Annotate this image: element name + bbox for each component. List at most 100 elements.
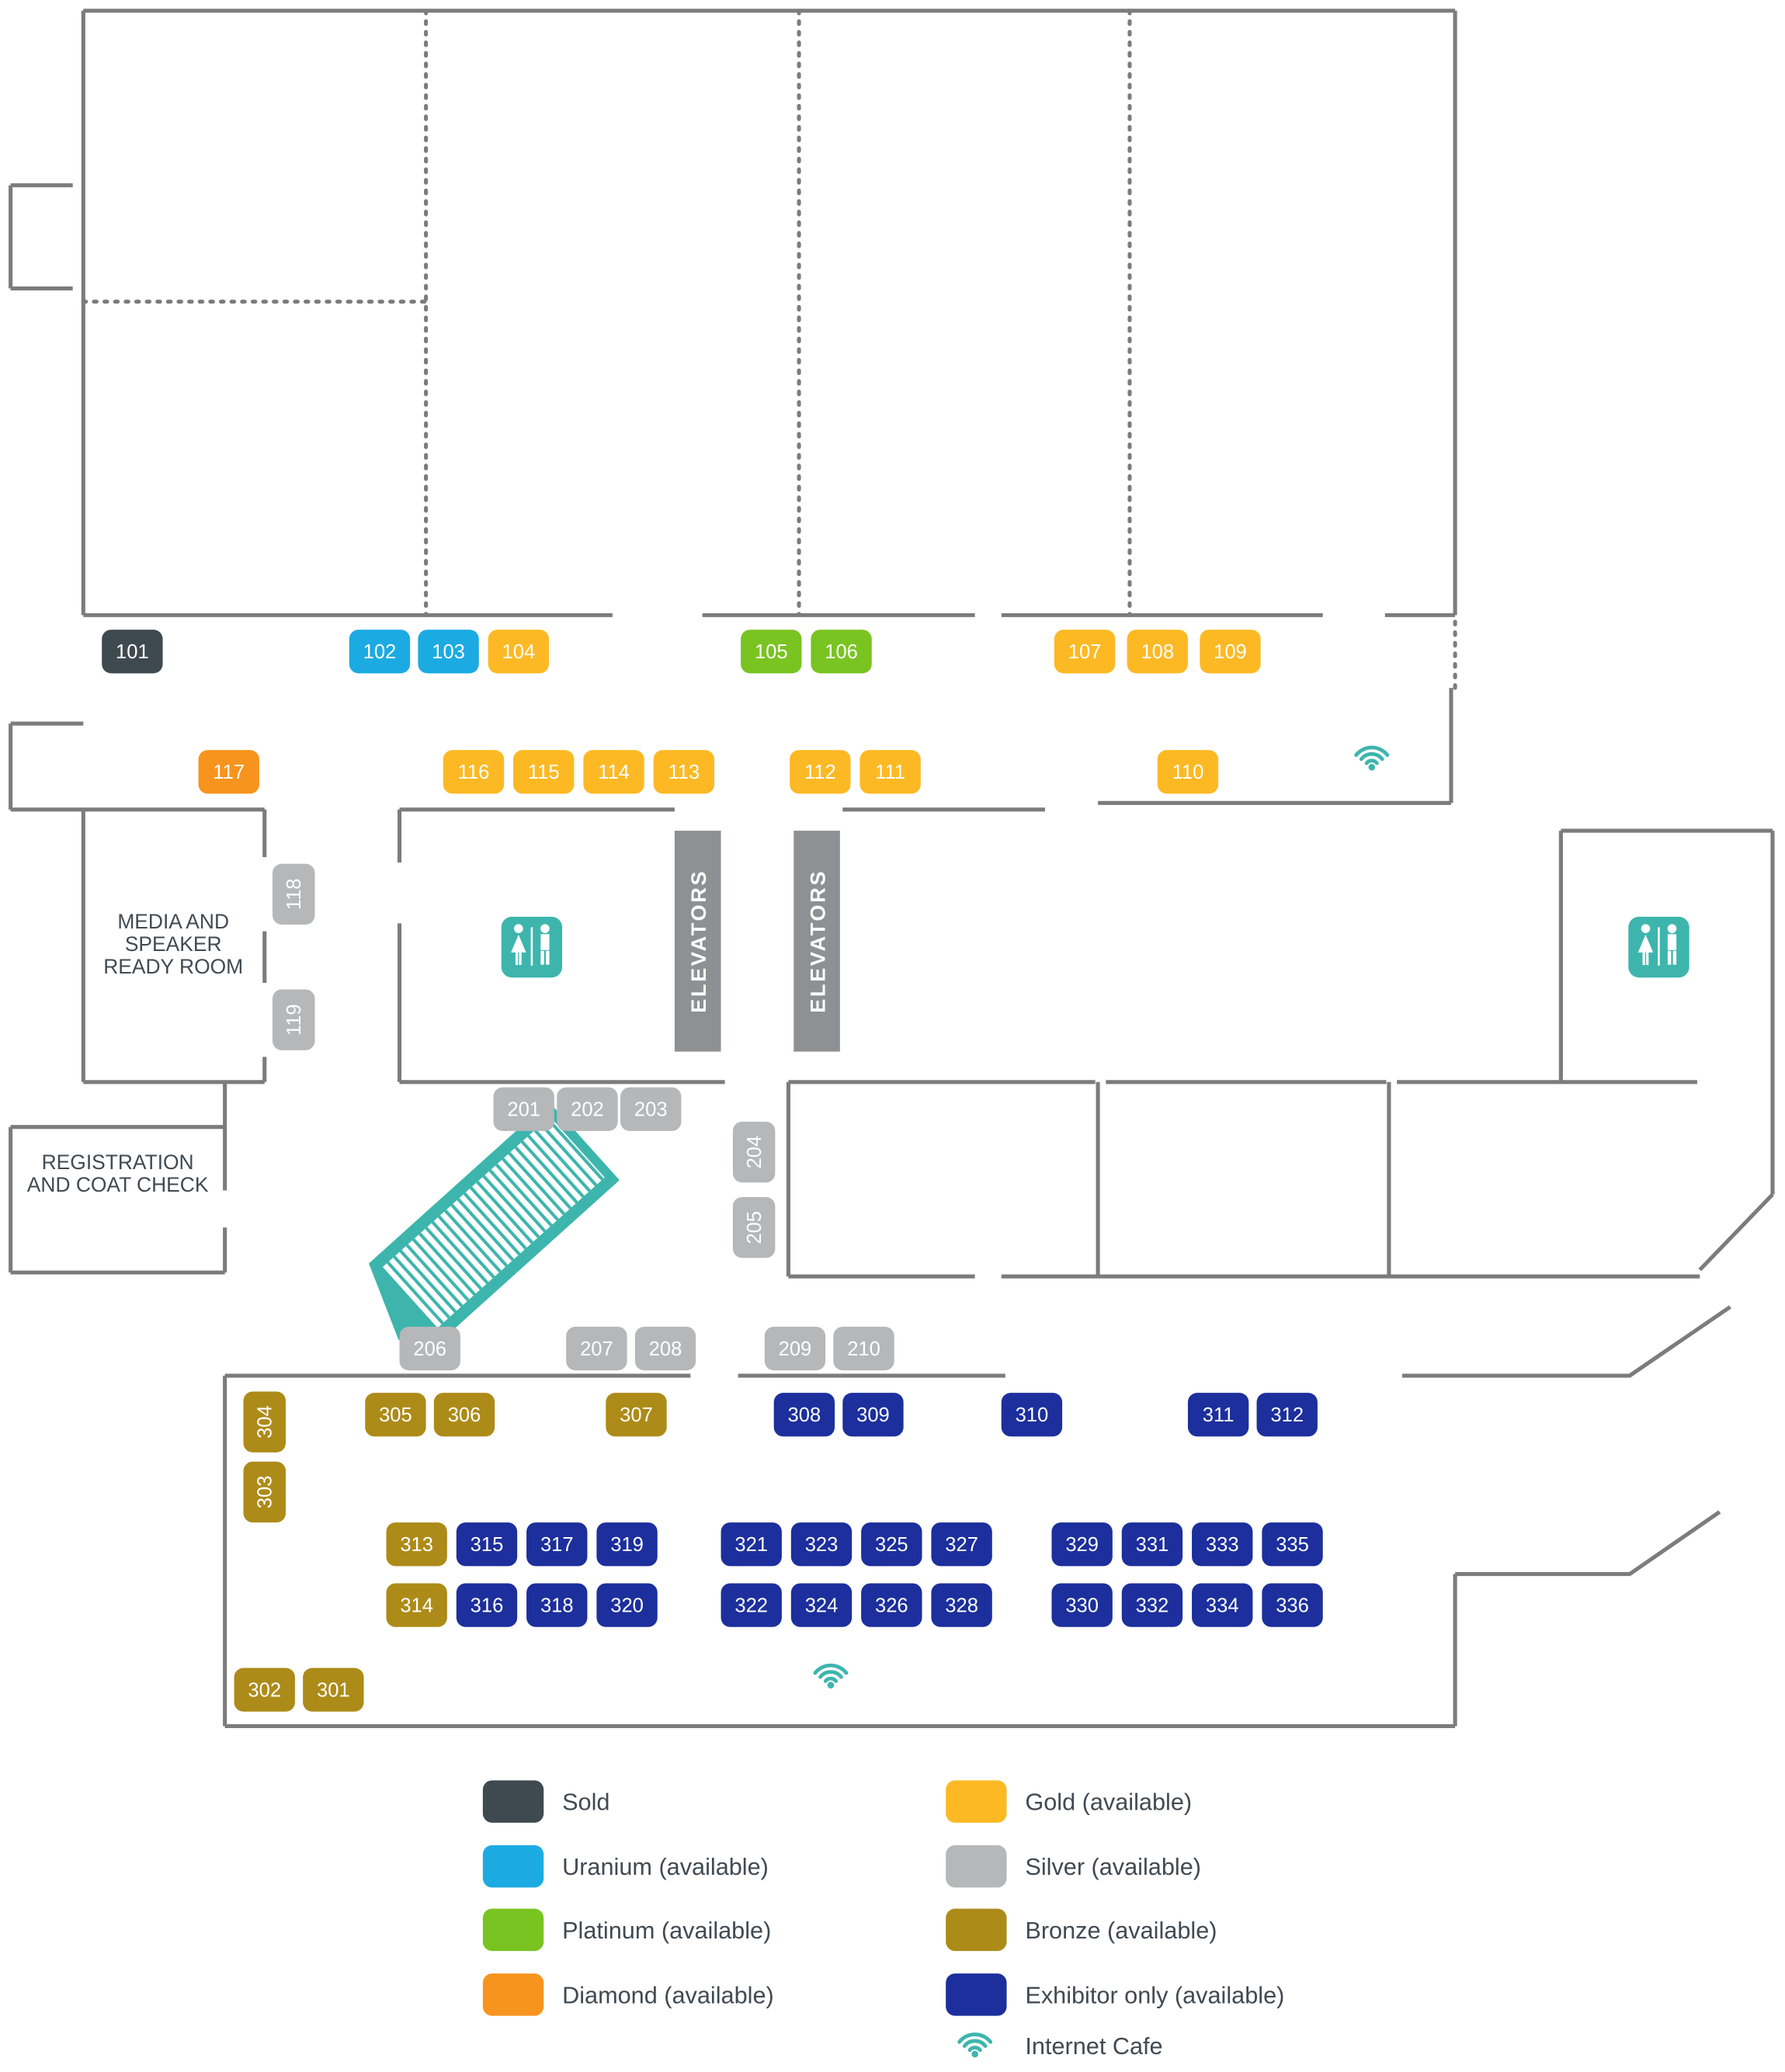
booth-115[interactable]: 115 <box>513 750 575 794</box>
booth-332[interactable]: 332 <box>1121 1583 1183 1627</box>
booth-113[interactable]: 113 <box>653 750 715 794</box>
booth-329[interactable]: 329 <box>1051 1522 1113 1567</box>
escalator-icon <box>369 1101 620 1342</box>
svg-text:106: 106 <box>825 641 858 663</box>
booth-205[interactable]: 205 <box>732 1197 776 1258</box>
booth-104[interactable]: 104 <box>488 630 550 674</box>
booth-331[interactable]: 331 <box>1121 1522 1183 1567</box>
booth-309[interactable]: 309 <box>842 1393 904 1437</box>
booth-119[interactable]: 119 <box>272 989 315 1050</box>
booth-325[interactable]: 325 <box>861 1522 922 1567</box>
booth-335[interactable]: 335 <box>1262 1522 1323 1567</box>
booth-203[interactable]: 203 <box>620 1087 682 1131</box>
svg-text:109: 109 <box>1214 641 1247 663</box>
booth-307[interactable]: 307 <box>606 1393 667 1437</box>
booth-330[interactable]: 330 <box>1051 1583 1113 1627</box>
booth-101[interactable]: 101 <box>102 630 163 674</box>
booth-334[interactable]: 334 <box>1192 1583 1253 1627</box>
booth-317[interactable]: 317 <box>526 1522 588 1567</box>
legend-item-exhibitor: Exhibitor only (available) <box>946 1973 1284 2016</box>
booth-318[interactable]: 318 <box>526 1583 588 1627</box>
booth-308[interactable]: 308 <box>773 1393 835 1437</box>
booth-321[interactable]: 321 <box>721 1522 782 1567</box>
walls <box>9 9 1775 1729</box>
booth-107[interactable]: 107 <box>1054 630 1116 674</box>
booth-103[interactable]: 103 <box>418 630 479 674</box>
restroom-icon <box>501 916 563 978</box>
booth-114[interactable]: 114 <box>583 750 644 794</box>
booth-304[interactable]: 304 <box>243 1391 287 1452</box>
legend-swatch-exhibitor <box>946 1973 1007 2016</box>
legend-swatch-sold <box>482 1780 544 1823</box>
booth-109[interactable]: 109 <box>1200 630 1261 674</box>
booth-116[interactable]: 116 <box>443 750 505 794</box>
booth-201[interactable]: 201 <box>493 1087 554 1131</box>
booth-210[interactable]: 210 <box>833 1326 894 1371</box>
booth-320[interactable]: 320 <box>596 1583 658 1627</box>
booth-204[interactable]: 204 <box>732 1121 776 1183</box>
booth-112[interactable]: 112 <box>790 750 851 794</box>
booth-118[interactable]: 118 <box>272 863 315 925</box>
legend-label: Internet Cafe <box>1025 2033 1162 2060</box>
legend-label: Diamond (available) <box>562 1982 774 2008</box>
booth-303[interactable]: 303 <box>243 1461 287 1523</box>
booth-117[interactable]: 117 <box>198 750 259 794</box>
svg-text:306: 306 <box>448 1404 481 1426</box>
booth-108[interactable]: 108 <box>1127 630 1188 674</box>
svg-text:331: 331 <box>1136 1534 1169 1556</box>
svg-text:108: 108 <box>1141 641 1174 663</box>
booth-323[interactable]: 323 <box>790 1522 853 1567</box>
booth-322[interactable]: 322 <box>721 1583 782 1627</box>
booth-111[interactable]: 111 <box>860 750 921 794</box>
booth-102[interactable]: 102 <box>349 630 411 674</box>
svg-text:102: 102 <box>363 641 397 663</box>
svg-text:206: 206 <box>413 1338 446 1360</box>
svg-text:118: 118 <box>283 878 305 910</box>
booth-324[interactable]: 324 <box>790 1583 853 1627</box>
svg-text:323: 323 <box>805 1534 839 1556</box>
legend-swatch-silver <box>946 1845 1007 1888</box>
booth-333[interactable]: 333 <box>1192 1522 1253 1567</box>
booth-209[interactable]: 209 <box>764 1326 826 1371</box>
booth-319[interactable]: 319 <box>596 1522 658 1567</box>
booth-336[interactable]: 336 <box>1262 1583 1323 1627</box>
svg-text:302: 302 <box>248 1680 281 1702</box>
booth-207[interactable]: 207 <box>566 1326 627 1371</box>
booth-310[interactable]: 310 <box>1001 1393 1063 1437</box>
booth-314[interactable]: 314 <box>386 1583 447 1627</box>
svg-text:114: 114 <box>598 762 630 783</box>
svg-text:110: 110 <box>1172 762 1204 783</box>
svg-text:332: 332 <box>1136 1595 1169 1616</box>
booth-306[interactable]: 306 <box>433 1393 495 1437</box>
svg-text:327: 327 <box>945 1534 978 1556</box>
booth-106[interactable]: 106 <box>811 630 872 674</box>
svg-text:201: 201 <box>507 1099 540 1121</box>
booth-202[interactable]: 202 <box>557 1087 618 1131</box>
booth-326[interactable]: 326 <box>861 1583 922 1627</box>
svg-text:312: 312 <box>1270 1404 1304 1426</box>
booth-305[interactable]: 305 <box>365 1393 426 1437</box>
booth-110[interactable]: 110 <box>1157 750 1219 794</box>
booth-315[interactable]: 315 <box>456 1522 518 1567</box>
svg-text:330: 330 <box>1065 1595 1099 1616</box>
booth-105[interactable]: 105 <box>741 630 802 674</box>
legend-item-uranium: Uranium (available) <box>482 1845 769 1888</box>
booth-206[interactable]: 206 <box>399 1326 460 1371</box>
svg-text:328: 328 <box>945 1595 978 1616</box>
booth-301[interactable]: 301 <box>303 1668 364 1712</box>
booth-327[interactable]: 327 <box>931 1522 992 1567</box>
booth-208[interactable]: 208 <box>634 1326 696 1371</box>
legend-item-sold: Sold <box>482 1780 609 1823</box>
svg-text:324: 324 <box>805 1595 839 1616</box>
booth-316[interactable]: 316 <box>456 1583 518 1627</box>
svg-text:209: 209 <box>779 1338 812 1360</box>
booth-328[interactable]: 328 <box>931 1583 992 1627</box>
booth-312[interactable]: 312 <box>1256 1393 1318 1437</box>
booth-311[interactable]: 311 <box>1187 1393 1249 1437</box>
booth-313[interactable]: 313 <box>386 1522 447 1567</box>
svg-text:309: 309 <box>856 1404 890 1426</box>
booth-302[interactable]: 302 <box>234 1668 295 1712</box>
